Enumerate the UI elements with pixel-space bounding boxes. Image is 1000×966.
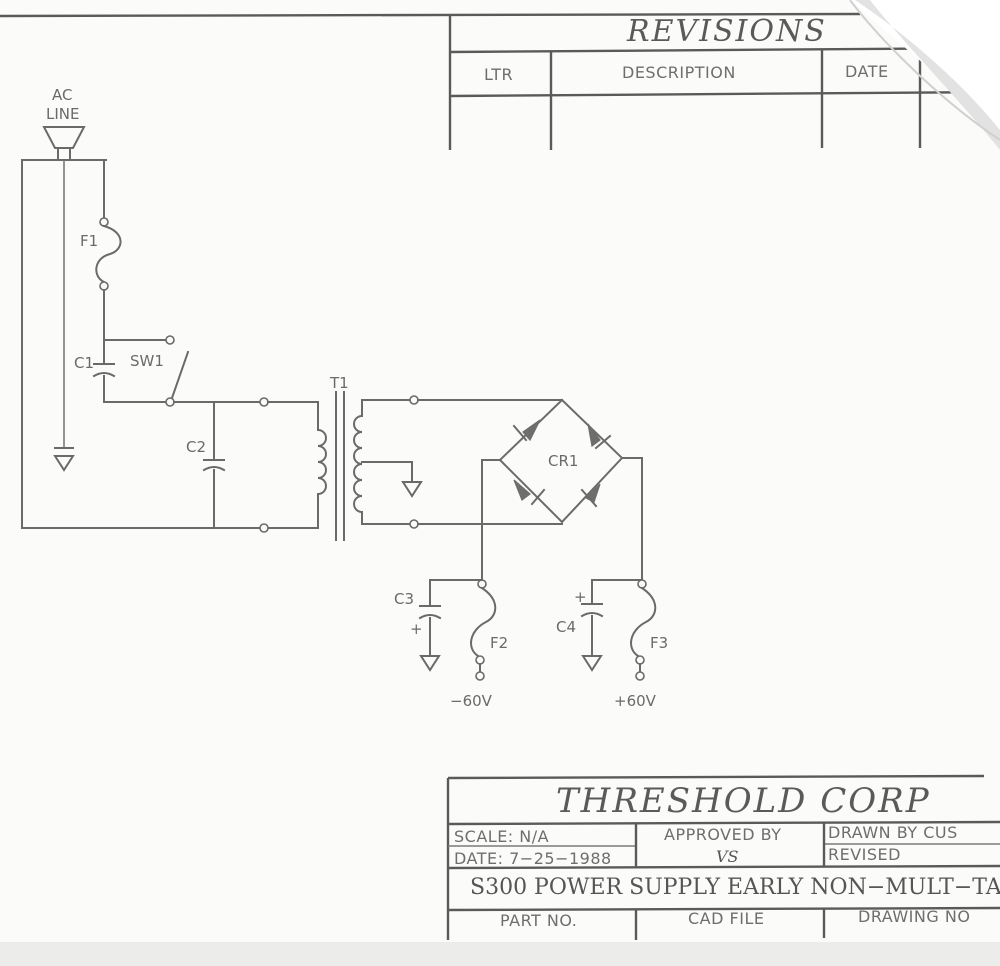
revisions-col-description: DESCRIPTION bbox=[622, 63, 736, 82]
f2-label: F2 bbox=[490, 634, 508, 652]
ac-label-line2: LINE bbox=[46, 105, 79, 123]
capacitor-c2: C2 bbox=[186, 401, 226, 529]
fuse-f1: F1 bbox=[80, 159, 122, 363]
approved-signature: VS bbox=[716, 847, 739, 866]
scale-field: SCALE: N/A bbox=[454, 827, 549, 846]
scan-bottom-edge bbox=[0, 942, 1000, 966]
positive-output-label: +60V bbox=[614, 692, 657, 710]
drawn-by-field: DRAWN BY CUS bbox=[828, 823, 958, 842]
c4-label: C4 bbox=[556, 618, 576, 636]
switch-sw1: SW1 bbox=[103, 335, 190, 407]
f3-label: F3 bbox=[650, 634, 668, 652]
company-name: THRESHOLD CORP bbox=[556, 781, 931, 821]
bridge-rectifier-cr1: CR1 bbox=[481, 398, 643, 581]
fuse-f3: F3 +60V bbox=[614, 579, 668, 710]
transformer-t1: T1 bbox=[316, 374, 423, 541]
c2-label: C2 bbox=[186, 438, 206, 456]
part-no-label: PART NO. bbox=[500, 911, 577, 930]
revisions-title: REVISIONS bbox=[626, 14, 827, 49]
drawing-title: S300 POWER SUPPLY EARLY NON−MULT−TAI bbox=[470, 875, 1000, 900]
revisions-col-date: DATE bbox=[845, 62, 889, 81]
c1-label: C1 bbox=[74, 354, 94, 372]
drawing-no-label: DRAWING NO bbox=[858, 907, 970, 926]
cr1-label: CR1 bbox=[548, 452, 578, 470]
date-field: DATE: 7−25−1988 bbox=[454, 849, 612, 868]
negative-output-label: −60V bbox=[450, 692, 493, 710]
page-curl bbox=[849, 0, 1000, 150]
capacitor-c4: C4 + bbox=[556, 579, 643, 672]
approved-by-label: APPROVED BY bbox=[664, 825, 782, 844]
fuse-f2: F2 −60V bbox=[450, 569, 508, 710]
revised-field: REVISED bbox=[828, 845, 901, 864]
ac-label-line1: AC bbox=[52, 86, 72, 104]
cad-file-label: CAD FILE bbox=[688, 909, 764, 928]
t1-label: T1 bbox=[329, 374, 349, 392]
earth-ground bbox=[53, 160, 75, 472]
revisions-col-ltr: LTR bbox=[484, 65, 513, 84]
capacitor-c1: C1 bbox=[74, 354, 116, 403]
revisions-block: REVISIONS LTR DESCRIPTION DATE bbox=[0, 12, 1000, 150]
ac-line-plug: AC LINE bbox=[21, 86, 107, 161]
c4-plus: + bbox=[574, 588, 587, 606]
capacitor-c3: C3 + bbox=[394, 579, 483, 672]
c3-label: C3 bbox=[394, 590, 414, 608]
f1-label: F1 bbox=[80, 232, 98, 250]
c3-plus: + bbox=[410, 620, 423, 638]
sw1-label: SW1 bbox=[130, 352, 164, 370]
title-block: THRESHOLD CORP SCALE: N/A DATE: 7−25−198… bbox=[446, 774, 1000, 940]
